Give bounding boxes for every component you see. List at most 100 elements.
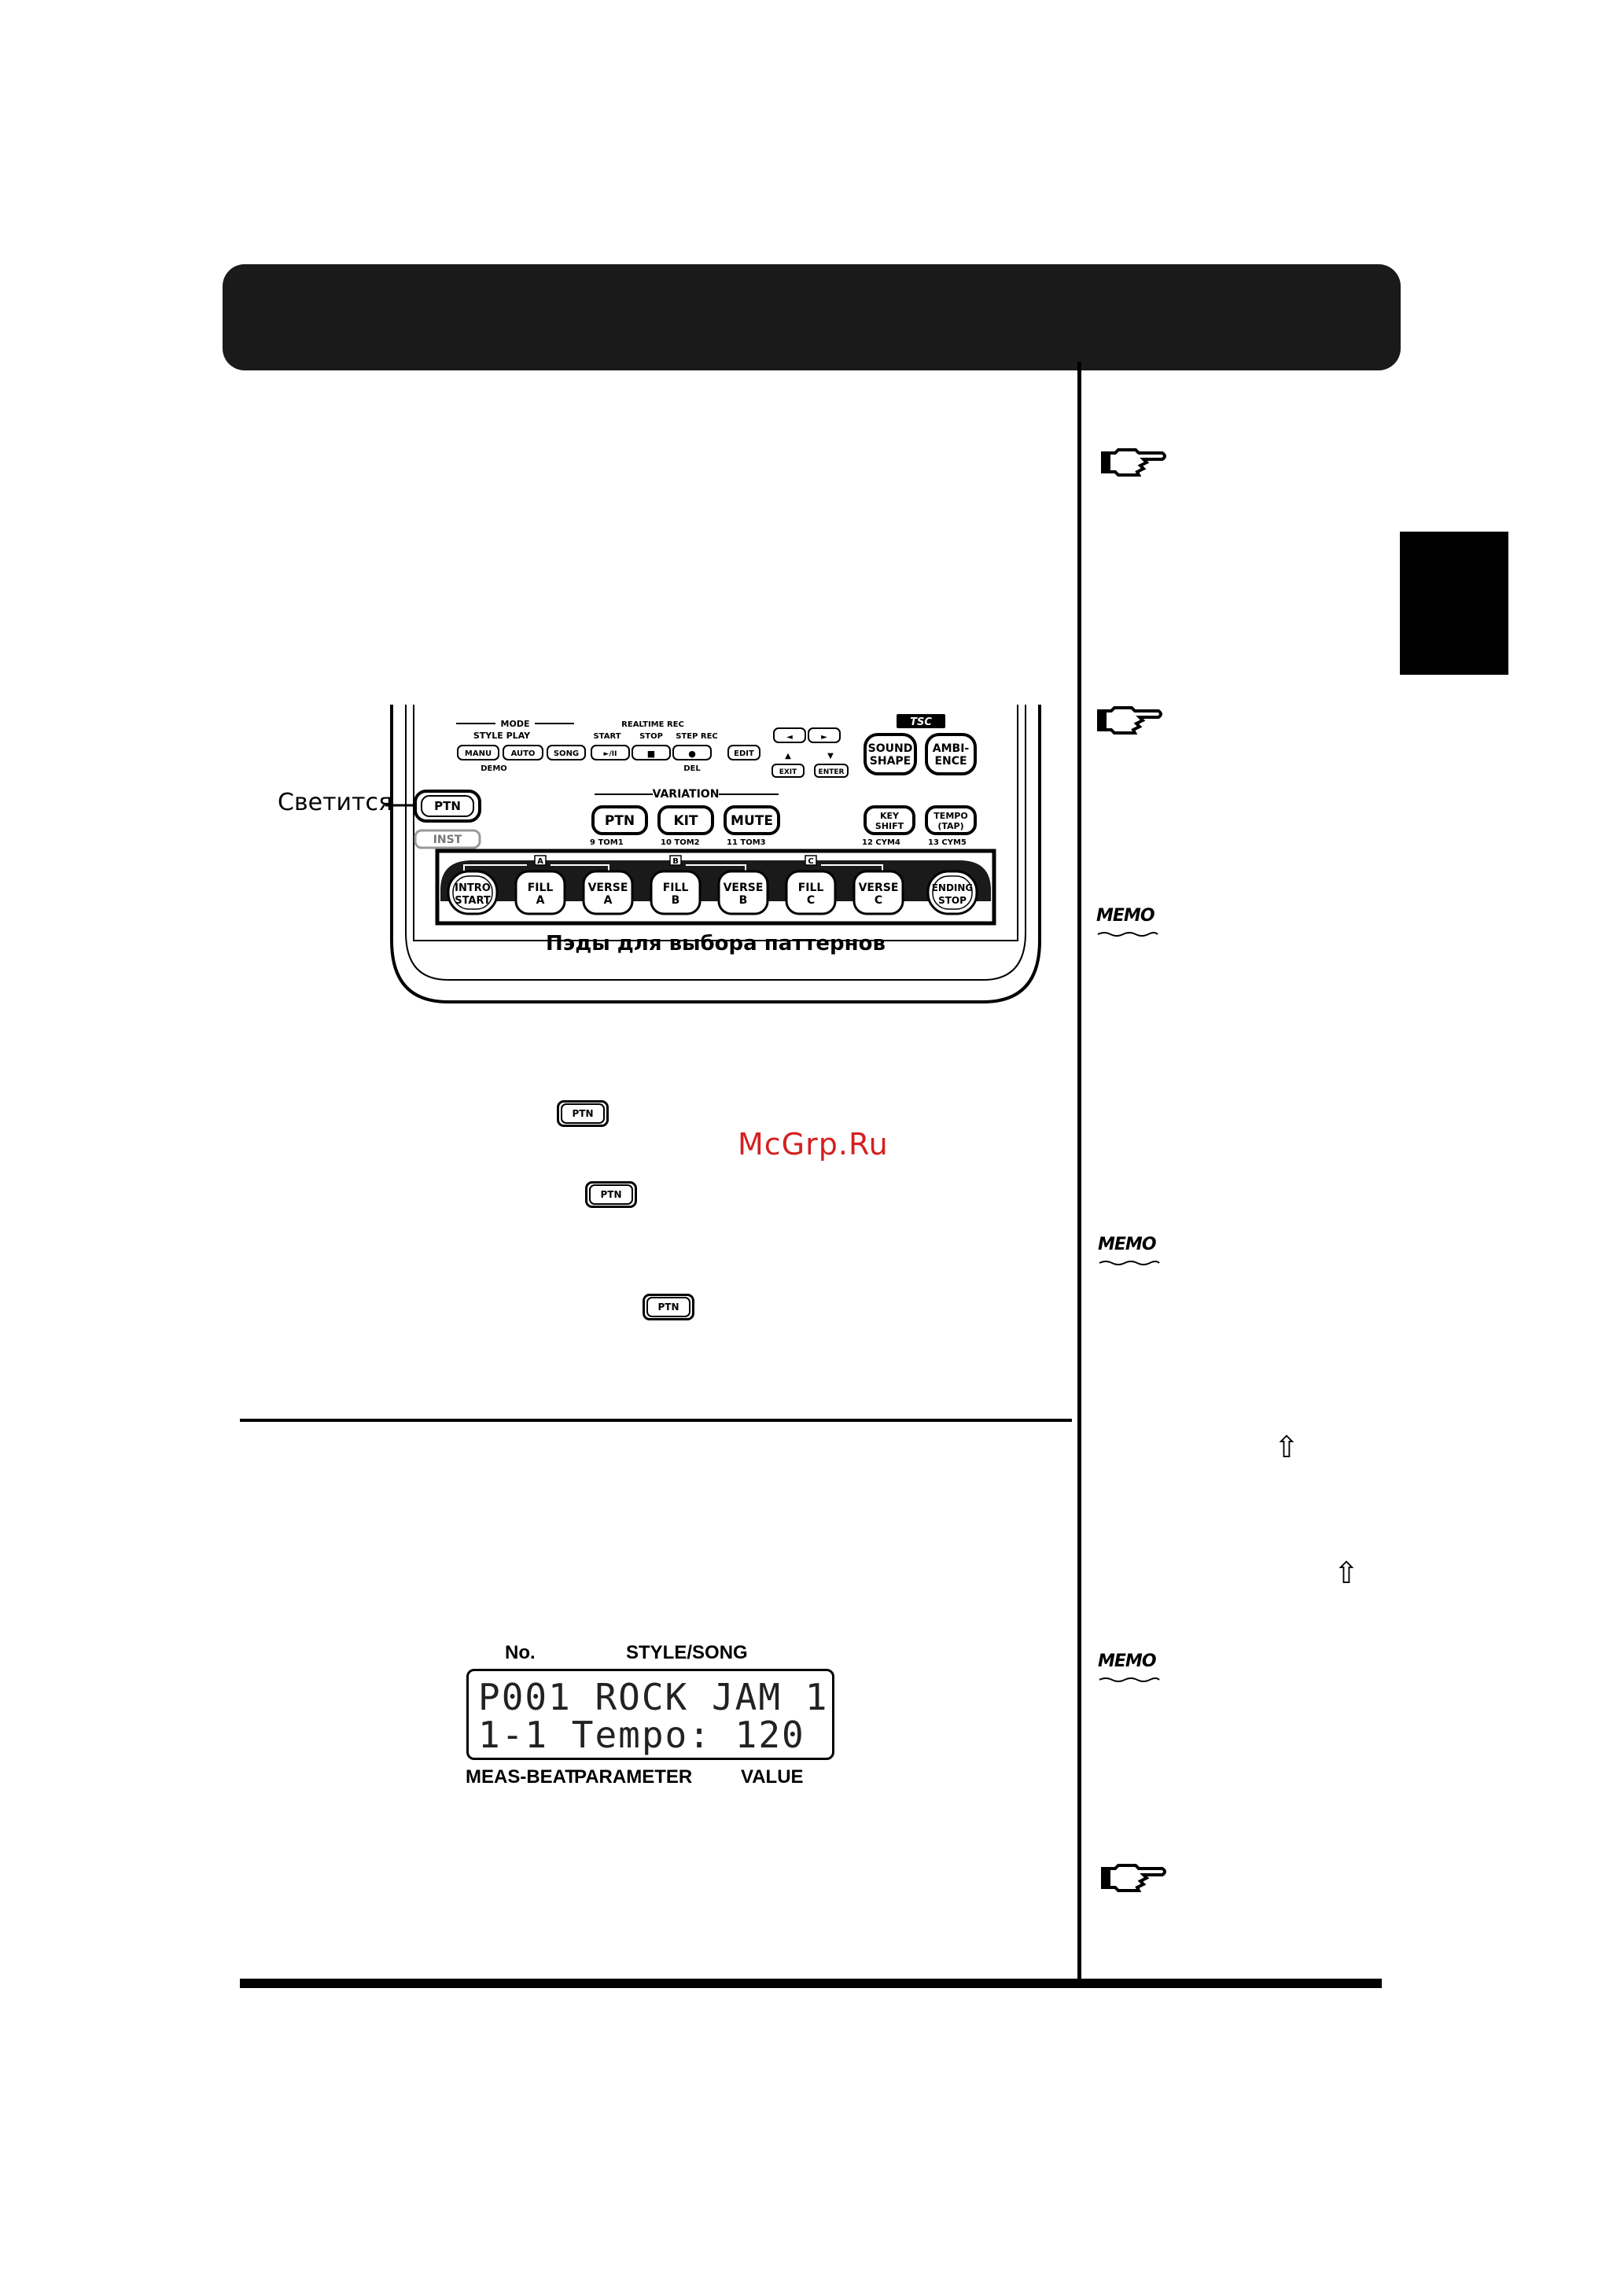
svg-text:START: START xyxy=(593,732,621,741)
svg-text:B: B xyxy=(739,894,748,907)
svg-text:C: C xyxy=(875,894,882,907)
svg-text:INTRO: INTRO xyxy=(455,882,491,894)
inst-mode-button[interactable] xyxy=(414,829,481,849)
svg-text:12 CYM4: 12 CYM4 xyxy=(862,838,900,847)
svg-text:(TAP): (TAP) xyxy=(937,821,963,831)
svg-text:11 TOM3: 11 TOM3 xyxy=(727,838,766,847)
sound-shape-button[interactable] xyxy=(864,733,917,775)
tsc-logo xyxy=(897,714,945,728)
pad-fill-c[interactable]: FILL C xyxy=(785,870,837,915)
style-play-label: STYLE PLAY xyxy=(473,731,531,741)
svg-text:KIT: KIT xyxy=(673,813,698,829)
svg-text:ENDING: ENDING xyxy=(932,882,974,893)
svg-text:▲: ▲ xyxy=(785,752,791,760)
pad-fill-b[interactable]: FILL B xyxy=(650,870,702,915)
svg-text:B: B xyxy=(672,894,680,907)
svg-text:START: START xyxy=(455,895,491,907)
pad-intro-start[interactable]: INTRO START xyxy=(447,870,499,915)
exit-button[interactable] xyxy=(771,764,805,778)
lcd-line-2: 1-1 Tempo: 120 xyxy=(478,1714,805,1756)
svg-text:►: ► xyxy=(821,733,827,742)
pad-verse-a[interactable]: VERSE A xyxy=(582,870,634,915)
svg-text:ENCE: ENCE xyxy=(934,755,967,768)
svg-text:ENTER: ENTER xyxy=(819,768,845,776)
svg-text:MUTE: MUTE xyxy=(731,813,773,829)
margin-divider xyxy=(1077,362,1081,1982)
pointing-hand-icon xyxy=(1099,445,1167,484)
chapter-side-tab xyxy=(1400,532,1508,675)
svg-text:▼: ▼ xyxy=(827,752,834,760)
rec-button[interactable] xyxy=(672,745,712,760)
svg-text:EXIT: EXIT xyxy=(779,768,797,776)
svg-text:SHAPE: SHAPE xyxy=(870,755,911,768)
svg-text:SHIFT: SHIFT xyxy=(875,821,904,831)
song-button[interactable] xyxy=(547,745,586,760)
svg-text:PTN: PTN xyxy=(605,813,635,829)
section-rule xyxy=(240,1419,1072,1422)
pointing-hand-icon xyxy=(1096,703,1163,742)
inline-ptn-button: PTN xyxy=(643,1294,694,1320)
up-arrow-icon: ⇧ xyxy=(1274,1430,1299,1464)
inline-ptn-button: PTN xyxy=(557,1100,609,1127)
pad-verse-c[interactable]: VERSE C xyxy=(853,870,904,915)
svg-text:DEL: DEL xyxy=(683,764,701,773)
svg-text:►/II: ►/II xyxy=(604,750,617,758)
pad-ending-stop[interactable]: ENDING STOP xyxy=(926,870,978,915)
lit-label: Светится xyxy=(278,789,393,816)
tempo-tap-button[interactable] xyxy=(925,805,977,835)
svg-text:FILL: FILL xyxy=(798,882,824,894)
svg-text:EDIT: EDIT xyxy=(734,749,754,758)
svg-text:VERSE: VERSE xyxy=(859,882,899,894)
play-pause-button[interactable] xyxy=(591,745,630,760)
lcd-line-1: P001 ROCK JAM 1 xyxy=(478,1676,829,1718)
memo-icon: MEMO xyxy=(1098,1651,1161,1686)
svg-text:AUTO: AUTO xyxy=(511,749,536,758)
memo-icon: MEMO xyxy=(1096,906,1159,941)
svg-text:TSC: TSC xyxy=(910,716,932,728)
svg-text:C: C xyxy=(807,894,815,907)
key-shift-button[interactable] xyxy=(864,805,915,835)
auto-button[interactable] xyxy=(503,745,543,760)
lcd-caption-value: VALUE xyxy=(741,1766,804,1788)
variation-kit-button[interactable] xyxy=(657,805,714,835)
variation-ptn-button[interactable] xyxy=(591,805,648,835)
variation-title: VARIATION xyxy=(653,788,720,801)
pad-verse-b[interactable]: VERSE B xyxy=(717,870,769,915)
left-button[interactable] xyxy=(773,727,806,743)
svg-text:VERSE: VERSE xyxy=(724,882,764,894)
stop-button[interactable] xyxy=(632,745,671,760)
svg-text:A: A xyxy=(537,857,543,866)
pad-fill-a[interactable]: FILL A xyxy=(514,870,566,915)
svg-text:A: A xyxy=(536,894,545,907)
svg-text:●: ● xyxy=(688,749,696,759)
edit-button[interactable] xyxy=(727,745,760,760)
lcd-display: P001 ROCK JAM 1 1-1 Tempo: 120 xyxy=(466,1669,834,1760)
svg-text:FILL: FILL xyxy=(663,882,689,894)
svg-text:STOP: STOP xyxy=(938,895,967,906)
svg-text:SOUND: SOUND xyxy=(868,742,913,755)
svg-text:9 TOM1: 9 TOM1 xyxy=(590,838,624,847)
demo-label: DEMO xyxy=(481,764,507,773)
device-panel-illustration: MODE STYLE PLAY MANU AUTO SONG DEMO REAL… xyxy=(385,705,1046,1003)
svg-text:AMBI-: AMBI- xyxy=(933,742,970,755)
chapter-header-bar xyxy=(223,264,1401,370)
svg-text:STEP REC: STEP REC xyxy=(676,732,718,741)
ambience-button[interactable] xyxy=(925,733,977,775)
right-button[interactable] xyxy=(808,727,841,743)
svg-text:FILL: FILL xyxy=(528,882,554,894)
svg-text:PTN: PTN xyxy=(434,799,461,813)
svg-text:INST: INST xyxy=(433,834,462,846)
lcd-caption-meas-beat: MEAS-BEAT xyxy=(466,1766,576,1788)
lcd-caption-parameter: PARAMETER xyxy=(574,1766,693,1788)
pads-caption: Пэды для выбора паттернов xyxy=(546,932,886,956)
svg-text:10 TOM2: 10 TOM2 xyxy=(661,838,700,847)
manu-button[interactable] xyxy=(457,745,499,760)
lcd-caption-no: No. xyxy=(505,1642,536,1663)
svg-text:A: A xyxy=(604,894,613,907)
watermark: McGrp.Ru xyxy=(738,1127,889,1162)
variation-mute-button[interactable] xyxy=(724,805,780,835)
svg-text:MANU: MANU xyxy=(465,749,492,758)
inline-ptn-button: PTN xyxy=(585,1181,637,1208)
svg-text:13 CYM5: 13 CYM5 xyxy=(928,838,967,847)
enter-button[interactable] xyxy=(814,764,849,778)
